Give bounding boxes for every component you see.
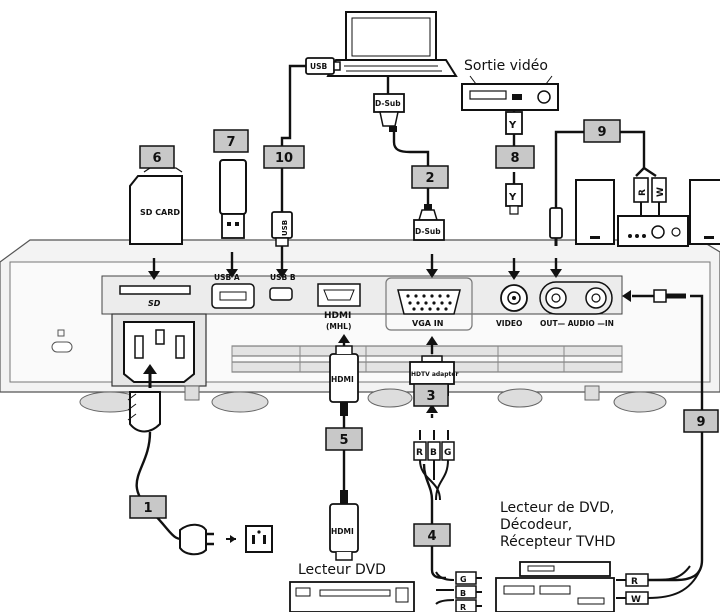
rw-top-plugs: R W: [633, 177, 667, 216]
badge-3: 3: [413, 383, 449, 407]
rw-bottom-r: R: [631, 577, 638, 587]
usb-b-label: USB B: [270, 273, 296, 282]
vcr-device: [461, 75, 559, 111]
rgb-b: B: [430, 448, 437, 458]
usb-a-label: USB A: [214, 273, 240, 282]
power-socket-icon: [123, 321, 195, 383]
sortie-video-label: Sortie vidéo: [464, 58, 548, 74]
svg-text:8: 8: [510, 151, 519, 166]
rca-y-bottom-label: Y: [508, 192, 517, 203]
sd-card-label: SD CARD: [140, 208, 180, 217]
mhl-label: (MHL): [326, 322, 351, 331]
lecteur-dvd-label: Lecteur DVD: [298, 562, 386, 578]
vga-in-label: VGA IN: [412, 319, 443, 328]
rgb-r: R: [416, 448, 423, 458]
dsub-bottom-plug: D-Sub: [413, 204, 445, 241]
dvd-block-line3: Récepteur TVHD: [500, 534, 616, 550]
dvd-decoder-stack: [495, 561, 615, 612]
badge-6: 6: [139, 145, 175, 169]
down-arrows: [148, 246, 562, 280]
video-port: VIDEO: [496, 284, 528, 328]
comp-b: B: [460, 589, 466, 598]
audio-label: OUT— AUDIO —IN: [540, 319, 614, 328]
speaker-left-icon: [575, 179, 615, 245]
dsub-top-plug: D-Sub: [373, 93, 405, 132]
video-label: VIDEO: [496, 319, 522, 328]
lecteur-dvd-device: [289, 581, 415, 612]
hdmi-top-plug: HDMI: [329, 345, 359, 416]
rw-top-w: W: [656, 187, 666, 197]
audio-ports: OUT— AUDIO —IN: [539, 281, 614, 328]
badge-10: 10: [263, 145, 305, 169]
svg-text:9: 9: [597, 125, 606, 140]
laptop-icon: [326, 11, 458, 77]
number-badges: 6 7 10 2 8 9 9 3 5 4 1: [129, 119, 719, 547]
amplifier-icon: [617, 215, 689, 247]
rgb-plugs: R B G: [413, 430, 455, 501]
laptop-usb-plug: USB: [305, 57, 341, 75]
dvd-block-line2: Décodeur,: [500, 517, 572, 533]
rw-bottom-plugs: R W: [616, 565, 701, 605]
usb-stick-device: [219, 159, 247, 239]
svg-text:6: 6: [152, 151, 161, 166]
audio-jack-top-plug: [549, 207, 563, 246]
sd-card-slot: SD: [119, 285, 191, 308]
wall-outlet-icon: [245, 525, 273, 553]
sd-card-device: SD CARD: [129, 167, 183, 245]
component-side-plugs: G B R: [435, 571, 482, 612]
svg-text:7: 7: [226, 135, 235, 150]
usb-top-label: USB: [310, 62, 327, 71]
speaker-right-icon: [689, 179, 720, 245]
comp-r: R: [460, 603, 466, 612]
up-arrows: [338, 334, 438, 418]
hdmi-bottom-label: HDMI: [331, 527, 354, 536]
comp-g: G: [460, 575, 467, 584]
badge-7: 7: [213, 129, 249, 153]
hdmi-logo: HDMI: [324, 311, 351, 321]
rw-top-r: R: [638, 189, 648, 196]
vga-in-port: VGA IN: [385, 277, 473, 331]
power-cord: [127, 391, 236, 556]
badge-8: 8: [495, 145, 535, 169]
svg-text:5: 5: [339, 433, 348, 448]
dsub-top-label: D-Sub: [375, 99, 401, 108]
badge-1: 1: [129, 495, 167, 519]
svg-text:10: 10: [275, 151, 293, 166]
usb-b-port: USB B: [269, 273, 296, 301]
badge-4: 4: [413, 523, 451, 547]
audio-in-left-arrow-icon: [622, 289, 686, 303]
badge-5: 5: [325, 427, 363, 451]
svg-text:1: 1: [143, 501, 152, 516]
hdmi-bottom-plug: HDMI: [329, 490, 359, 561]
rw-bottom-w: W: [631, 595, 641, 605]
kensington-lock-icon: [51, 329, 73, 353]
svg-text:2: 2: [425, 171, 434, 186]
power-up-arrow-icon: [143, 364, 157, 388]
sd-logo: SD: [148, 299, 161, 308]
usb-a-port: USB A: [211, 273, 255, 309]
badge-2: 2: [411, 165, 449, 189]
rca-y-bottom-plug: Y: [505, 183, 523, 215]
svg-text:3: 3: [426, 389, 435, 404]
hdmi-port: HDMI (MHL): [317, 283, 361, 331]
dvd-block-line1: Lecteur de DVD,: [500, 500, 614, 516]
usb-vertical-label: USB: [281, 220, 289, 236]
hdmi-top-label: HDMI: [331, 375, 354, 384]
svg-text:9: 9: [696, 415, 705, 430]
badge-9-right: 9: [683, 409, 719, 433]
dsub-bottom-label: D-Sub: [415, 227, 441, 236]
rca-y-top-plug: Y: [505, 111, 523, 135]
usb-b-plug: USB: [271, 211, 293, 247]
rca-y-top-label: Y: [508, 120, 517, 131]
svg-text:4: 4: [427, 529, 436, 544]
rgb-g: G: [444, 448, 451, 458]
badge-9-top: 9: [583, 119, 621, 143]
hdtv-adapter-label: HDTV adapter: [411, 371, 458, 378]
